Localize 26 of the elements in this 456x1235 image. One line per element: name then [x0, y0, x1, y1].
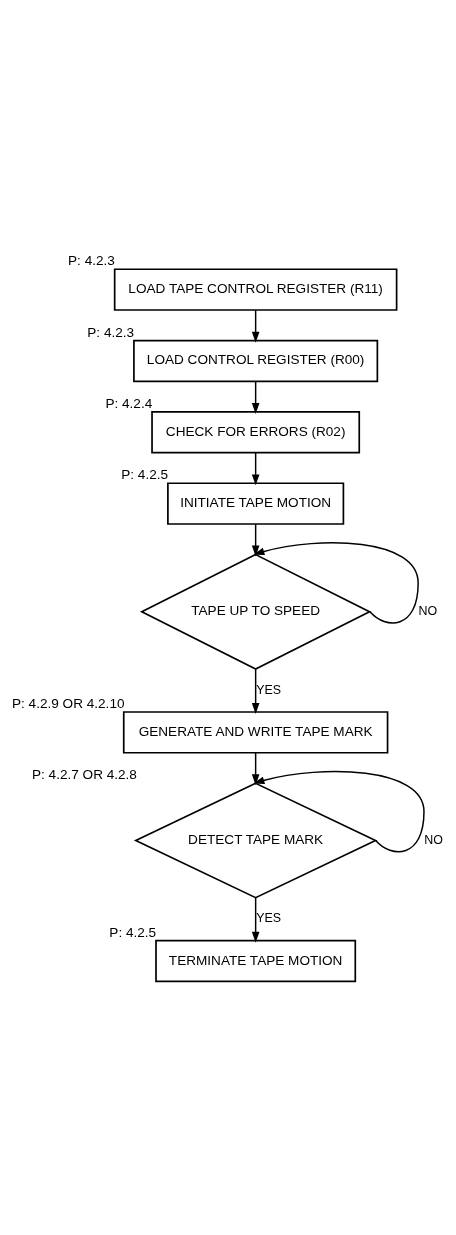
edge-label: YES	[256, 910, 282, 925]
node-box: CHECK FOR ERRORS (R02)	[151, 410, 361, 454]
node-box: INITIATE TAPE MOTION	[167, 481, 345, 525]
node-diamond: DETECT TAPE MARK	[133, 781, 378, 899]
arrow	[251, 380, 260, 414]
arrow	[251, 451, 260, 485]
arrow	[253, 770, 425, 852]
edge-label: YES	[256, 682, 282, 697]
node-label: P: 4.2.9 OR 4.2.10	[12, 695, 125, 711]
node-label: P: 4.2.3	[68, 252, 115, 268]
node-box: LOAD TAPE CONTROL REGISTER (R11)	[113, 267, 398, 311]
node-label: P: 4.2.3	[87, 324, 135, 340]
node-label: P: 4.2.5	[109, 924, 157, 940]
node-label: P: 4.2.5	[121, 466, 169, 482]
node-box: TERMINATE TAPE MOTION	[155, 939, 357, 982]
arrow	[251, 309, 260, 343]
arrow	[251, 751, 260, 785]
edge-label: NO	[424, 832, 443, 847]
arrow	[251, 896, 260, 943]
node-diamond: TAPE UP TO SPEED	[139, 553, 372, 670]
node-label: P: 4.2.7 OR 4.2.8	[32, 766, 137, 782]
node-box: LOAD CONTROL REGISTER (R00)	[133, 339, 379, 382]
edge-label: NO	[418, 603, 438, 618]
node-label: P: 4.2.4	[105, 395, 153, 411]
arrow	[251, 668, 260, 714]
node-box: GENERATE AND WRITE TAPE MARK	[122, 710, 389, 754]
